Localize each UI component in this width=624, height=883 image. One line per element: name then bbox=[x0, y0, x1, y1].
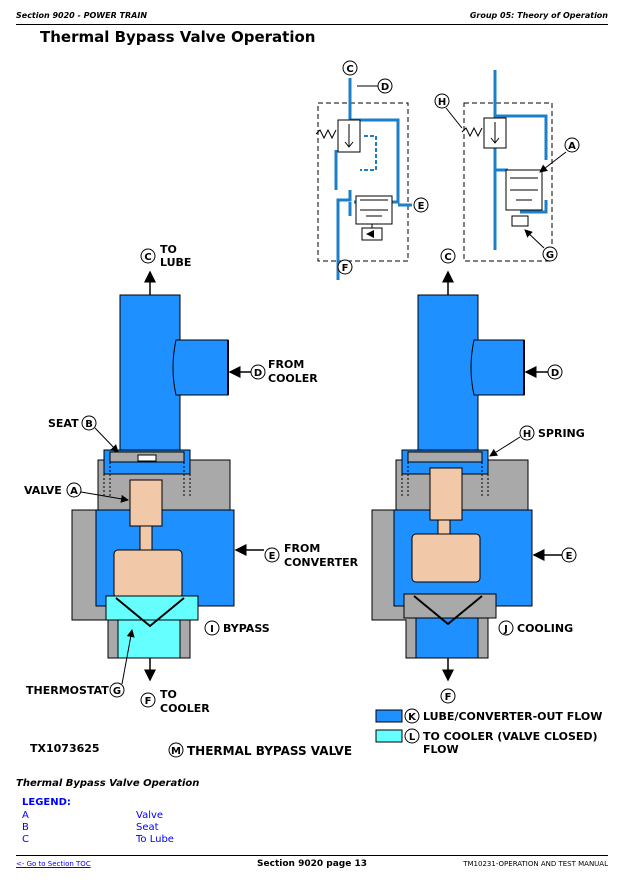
thermal-bypass-valve-diagram: C D E F H A G bbox=[24, 60, 602, 758]
valve-cutaway-cooling bbox=[371, 270, 562, 682]
flow-key-lube: K LUBE/CONVERTER-OUT FLOW bbox=[375, 708, 602, 724]
svg-text:BYPASS: BYPASS bbox=[223, 622, 270, 635]
callout-c-to-lube: C TO LUBE bbox=[140, 243, 191, 269]
svg-text:THERMOSTAT: THERMOSTAT bbox=[26, 684, 109, 697]
legend-key: C bbox=[22, 834, 29, 845]
svg-text:M: M bbox=[171, 746, 181, 757]
header-section: Section 9020 - POWER TRAIN bbox=[16, 11, 148, 20]
svg-text:E: E bbox=[269, 551, 276, 562]
callout-e-valve2: E bbox=[561, 547, 577, 563]
svg-text:H: H bbox=[438, 97, 446, 108]
svg-text:LUBE: LUBE bbox=[160, 256, 191, 269]
svg-text:J: J bbox=[503, 624, 508, 635]
callout-h-spring: H SPRING bbox=[489, 425, 585, 457]
page-footer: <- Go to Section TOC Section 9020 page 1… bbox=[16, 855, 608, 870]
svg-text:FLOW: FLOW bbox=[423, 743, 459, 756]
callout-c-valve2: C bbox=[440, 248, 456, 264]
go-to-section-toc-link[interactable]: <- Go to Section TOC bbox=[16, 860, 91, 868]
legend-value: To Lube bbox=[136, 834, 174, 845]
legend-key: A bbox=[22, 810, 29, 821]
svg-text:I: I bbox=[210, 624, 214, 635]
valve-cutaway-bypass bbox=[71, 270, 264, 682]
svg-text:FROM: FROM bbox=[284, 542, 320, 555]
svg-text:C: C bbox=[346, 64, 353, 75]
hydraulic-schematic-cooling bbox=[461, 70, 553, 262]
callout-c-schematic1: C bbox=[342, 60, 358, 76]
svg-text:C: C bbox=[444, 252, 451, 263]
figure-id: TX1073625 bbox=[30, 742, 100, 755]
svg-text:F: F bbox=[145, 696, 152, 707]
callout-g-schematic2: G bbox=[524, 229, 558, 262]
callout-f-schematic1: F bbox=[337, 259, 353, 275]
callout-d-valve2: D bbox=[547, 364, 563, 380]
callout-f-to-cooler: F TO COOLER bbox=[140, 688, 210, 715]
callout-e-from-converter: E FROM CONVERTER bbox=[264, 542, 359, 569]
callout-g-thermostat: THERMOSTAT G bbox=[26, 629, 135, 698]
svg-text:F: F bbox=[445, 692, 452, 703]
callout-h-schematic2: H bbox=[434, 93, 463, 129]
svg-text:THERMAL BYPASS VALVE: THERMAL BYPASS VALVE bbox=[187, 744, 352, 758]
manual-name: TM10231-OPERATION AND TEST MANUAL bbox=[463, 860, 608, 868]
svg-text:E: E bbox=[566, 551, 573, 562]
svg-text:TO: TO bbox=[160, 688, 177, 701]
callout-b-seat: SEAT B bbox=[48, 415, 119, 453]
figure-caption: Thermal Bypass Valve Operation bbox=[16, 778, 200, 789]
svg-text:SPRING: SPRING bbox=[538, 427, 585, 440]
svg-text:G: G bbox=[546, 250, 554, 261]
svg-text:SEAT: SEAT bbox=[48, 417, 79, 430]
svg-text:D: D bbox=[551, 368, 559, 379]
svg-text:COOLING: COOLING bbox=[517, 622, 573, 635]
callout-d-schematic1: D bbox=[357, 78, 393, 94]
hydraulic-schematic-bypass bbox=[315, 78, 412, 280]
legend-value: Seat bbox=[136, 822, 159, 833]
svg-text:L: L bbox=[409, 732, 416, 743]
svg-text:COOLER: COOLER bbox=[160, 702, 210, 715]
page-number: Section 9020 page 13 bbox=[257, 859, 367, 869]
svg-text:A: A bbox=[568, 141, 576, 152]
svg-text:K: K bbox=[408, 712, 417, 723]
svg-text:TO: TO bbox=[160, 243, 177, 256]
svg-text:C: C bbox=[144, 252, 151, 263]
flow-key-cooler: L TO COOLER (VALVE CLOSED) FLOW bbox=[375, 728, 598, 756]
callout-d-from-cooler: D FROM COOLER bbox=[250, 358, 318, 385]
svg-text:A: A bbox=[70, 486, 78, 497]
svg-text:E: E bbox=[418, 201, 425, 212]
svg-text:D: D bbox=[381, 82, 389, 93]
svg-text:H: H bbox=[523, 429, 531, 440]
callout-a-valve: VALVE A bbox=[24, 482, 129, 503]
callout-f-valve2: F bbox=[440, 688, 456, 704]
figure-name: M THERMAL BYPASS VALVE bbox=[168, 742, 352, 758]
svg-text:G: G bbox=[113, 686, 121, 697]
svg-text:VALVE: VALVE bbox=[24, 484, 62, 497]
legend-value: Valve bbox=[136, 810, 164, 821]
svg-text:F: F bbox=[342, 263, 349, 274]
callout-e-schematic1: E bbox=[413, 197, 429, 213]
svg-text:D: D bbox=[254, 368, 262, 379]
callout-j-cooling: J COOLING bbox=[498, 620, 573, 636]
svg-text:LUBE/CONVERTER-OUT FLOW: LUBE/CONVERTER-OUT FLOW bbox=[423, 710, 602, 723]
header-group: Group 05: Theory of Operation bbox=[469, 11, 608, 20]
svg-text:FROM: FROM bbox=[268, 358, 304, 371]
svg-text:COOLER: COOLER bbox=[268, 372, 318, 385]
svg-text:CONVERTER: CONVERTER bbox=[284, 556, 359, 569]
svg-text:TO COOLER (VALVE CLOSED): TO COOLER (VALVE CLOSED) bbox=[423, 730, 598, 743]
callout-a-schematic2: A bbox=[539, 137, 580, 173]
legend-title: LEGEND: bbox=[22, 797, 71, 808]
svg-text:B: B bbox=[85, 419, 93, 430]
page-title: Thermal Bypass Valve Operation bbox=[40, 28, 316, 46]
callout-i-bypass: I BYPASS bbox=[204, 620, 270, 636]
page-header: Section 9020 - POWER TRAIN Group 05: The… bbox=[16, 8, 608, 25]
legend-key: B bbox=[22, 822, 29, 833]
